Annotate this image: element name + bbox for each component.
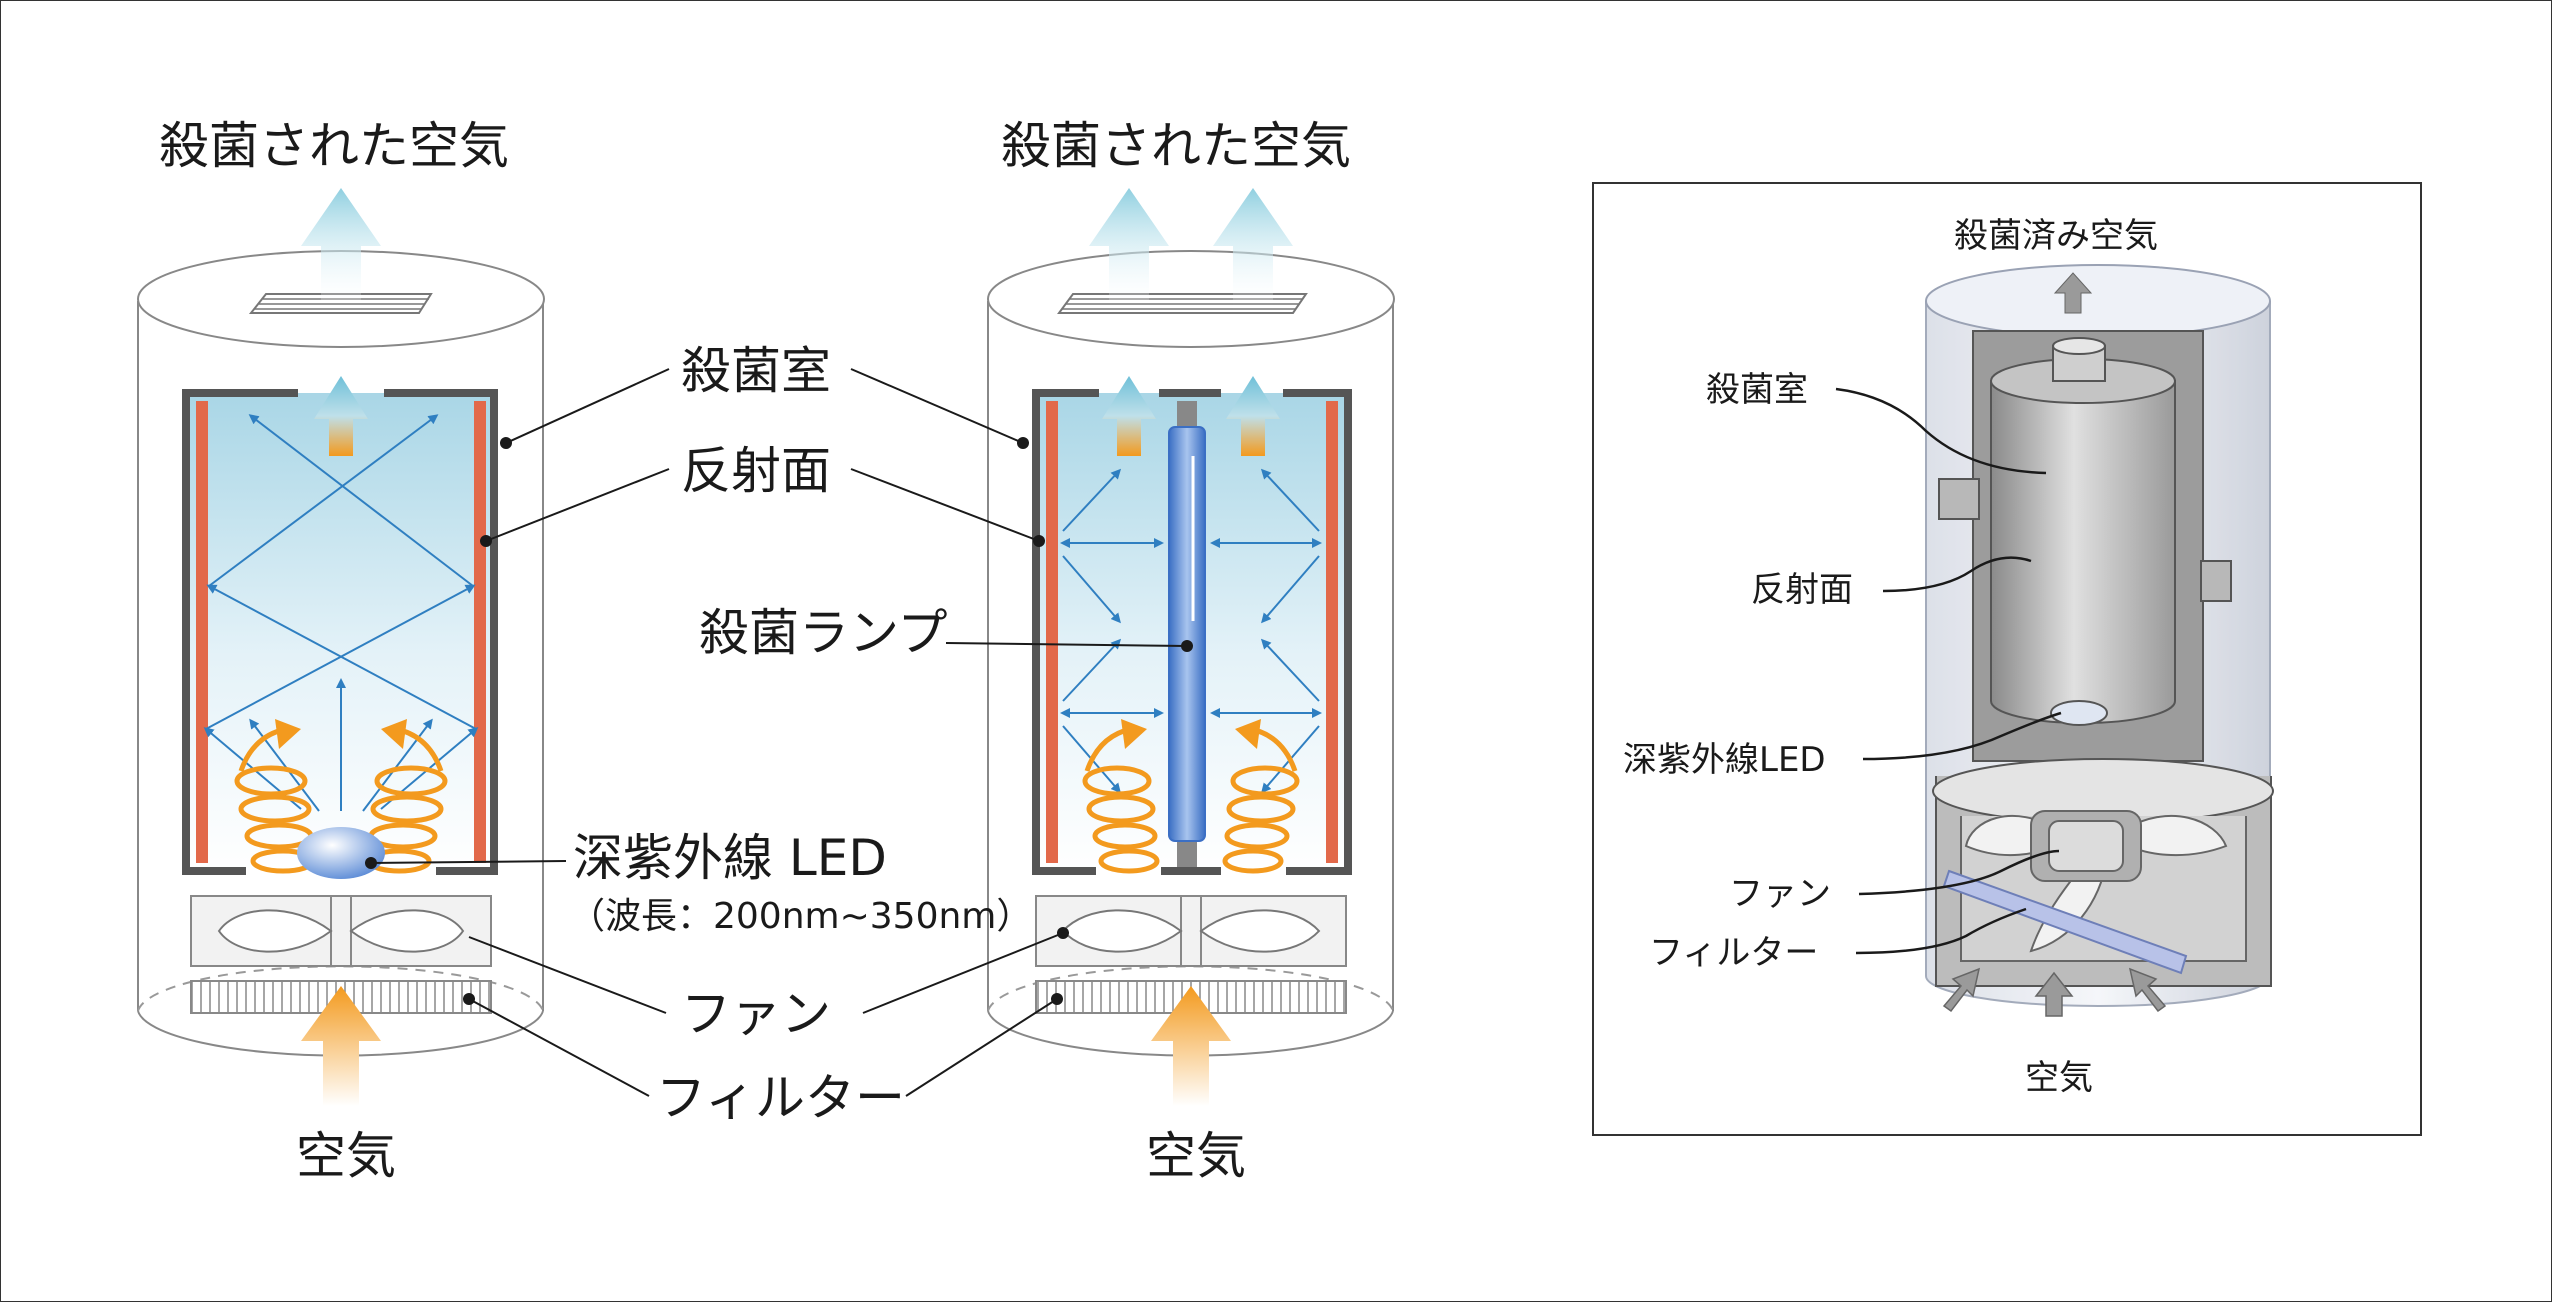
lamp-label: 殺菌ランプ — [699, 604, 948, 662]
inset-led — [2050, 700, 2108, 726]
reflector-right — [474, 401, 486, 863]
inset-exhaust-arrow — [2053, 272, 2093, 314]
exit-arrow — [1102, 376, 1156, 456]
inset-led-label: 深紫外線LED — [1623, 740, 1826, 780]
fan-center — [1035, 895, 1347, 967]
callout-leaders — [370, 368, 1188, 1097]
inset-filter-label: フィルター — [1649, 933, 1819, 973]
led-device — [137, 188, 545, 1106]
air-label-left: 空気 — [296, 1127, 396, 1185]
airflow-spiral-right — [1222, 726, 1300, 874]
fan-label: ファン — [681, 985, 831, 1043]
inset-air-label: 空気 — [2025, 1058, 2093, 1098]
sterilized-air-arrow — [301, 188, 381, 301]
reflector-label: 反射面 — [681, 442, 831, 500]
sterilized-air-arrow — [1213, 188, 1293, 301]
airflow-arrowhead-left — [1121, 719, 1147, 749]
sterilized-air-label-center: 殺菌された空気 — [1001, 117, 1351, 175]
intake-arrow-left — [301, 986, 381, 1106]
reflector-right — [1326, 401, 1338, 863]
sterilization-lamp — [1168, 401, 1206, 867]
led-dome — [297, 827, 385, 879]
inset-reflector-label: 反射面 — [1751, 570, 1853, 610]
exit-arrow — [314, 376, 368, 456]
inset-fan-label: ファン — [1729, 874, 1831, 914]
uv-rays — [1060, 468, 1322, 794]
inset-sterilized-air-label: 殺菌済み空気 — [1954, 216, 2158, 256]
sterilized-air-label-left: 殺菌された空気 — [159, 117, 509, 175]
airflow-arrowhead-right — [1235, 719, 1261, 749]
intake-arrow-center — [1151, 986, 1231, 1106]
chamber-wall — [1032, 389, 1352, 875]
airflow-arrowhead-right — [381, 719, 407, 749]
chamber-wall — [182, 389, 498, 875]
inset-intake-arrows — [1942, 967, 2167, 1017]
reflector-left — [196, 401, 208, 863]
inset-filter — [1942, 869, 2188, 975]
led-label: 深紫外線 LED — [573, 829, 887, 887]
exit-arrow — [1226, 376, 1280, 456]
chamber-label: 殺菌室 — [681, 342, 831, 400]
sterilized-air-arrow — [1089, 188, 1169, 301]
wavelength-label: （波長：200nm~350nm） — [569, 896, 1033, 937]
inset-fan — [1964, 810, 2228, 953]
reflector-left — [1046, 401, 1058, 863]
filter-label: フィルター — [656, 1069, 905, 1127]
inset-chamber-label: 殺菌室 — [1706, 370, 1808, 410]
inset-leaders — [1835, 387, 2062, 955]
air-label-center: 空気 — [1146, 1127, 1246, 1185]
cutaway-inset — [1592, 182, 2422, 1136]
lamp-device — [987, 188, 1395, 1106]
fan-left — [190, 895, 492, 967]
airflow-arrowhead-left — [275, 719, 301, 749]
